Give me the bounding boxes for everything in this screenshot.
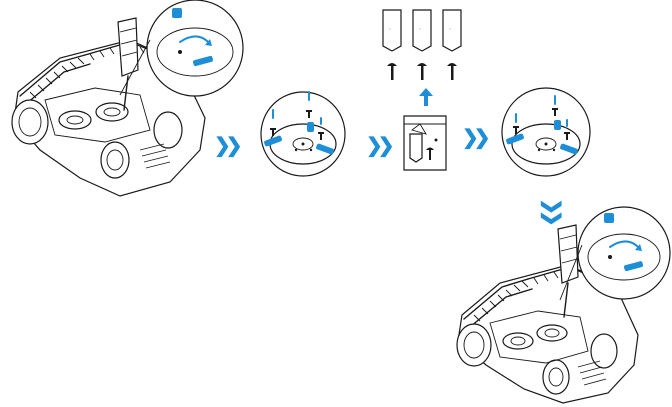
chevron-right-icon: ❯❯	[462, 128, 486, 148]
blade-disc-install	[500, 84, 592, 180]
mower-underside-bottom	[448, 205, 672, 405]
blade-pack-icon	[400, 112, 450, 174]
mower-underside-top	[0, 0, 245, 200]
new-blades-set: ○ ○ ○	[375, 8, 475, 83]
chevron-right-icon: ❯❯	[214, 136, 238, 156]
svg-text:○: ○	[419, 27, 421, 31]
chevron-right-icon: ❯❯	[366, 136, 390, 156]
blade-disc-unscrew	[258, 88, 348, 180]
arrow-up-icon	[419, 88, 433, 106]
svg-text:○: ○	[389, 27, 391, 31]
svg-text:○: ○	[449, 27, 451, 31]
